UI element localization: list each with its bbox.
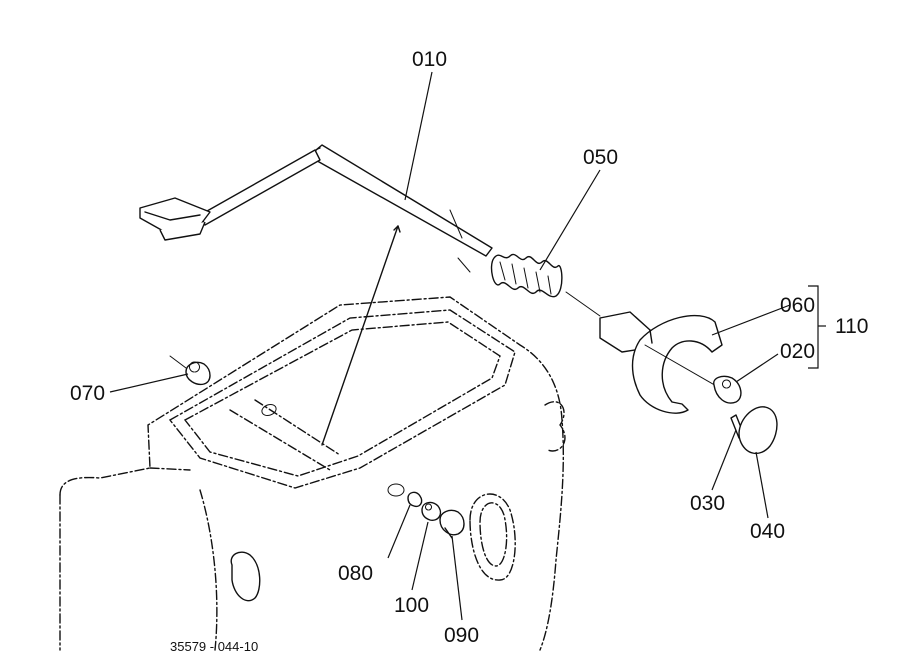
label-100: 100 <box>394 594 429 617</box>
figure-number: 35579 - 044-10 <box>170 639 258 654</box>
label-050: 050 <box>583 146 618 169</box>
label-060: 060 <box>780 294 815 317</box>
part-090-plug <box>439 509 465 539</box>
label-090: 090 <box>444 624 479 647</box>
label-040: 040 <box>750 520 785 543</box>
part-100-washer <box>421 501 442 521</box>
part-020-nut <box>713 375 742 404</box>
transmission-housing <box>59 296 566 651</box>
label-020: 020 <box>780 340 815 363</box>
part-070-oil-seal <box>169 355 211 386</box>
label-030: 030 <box>690 492 725 515</box>
leader-lines <box>109 71 826 621</box>
assembly-arrow <box>321 225 401 446</box>
part-010-shift-rod <box>139 144 493 273</box>
label-110: 110 <box>835 315 868 338</box>
label-070: 070 <box>70 382 105 405</box>
part-060-shift-fork <box>599 311 733 414</box>
part-040-cap <box>738 406 778 455</box>
part-080-gasket <box>407 491 423 508</box>
part-050-spring <box>490 253 601 317</box>
label-010: 010 <box>412 48 447 71</box>
label-080: 080 <box>338 562 373 585</box>
